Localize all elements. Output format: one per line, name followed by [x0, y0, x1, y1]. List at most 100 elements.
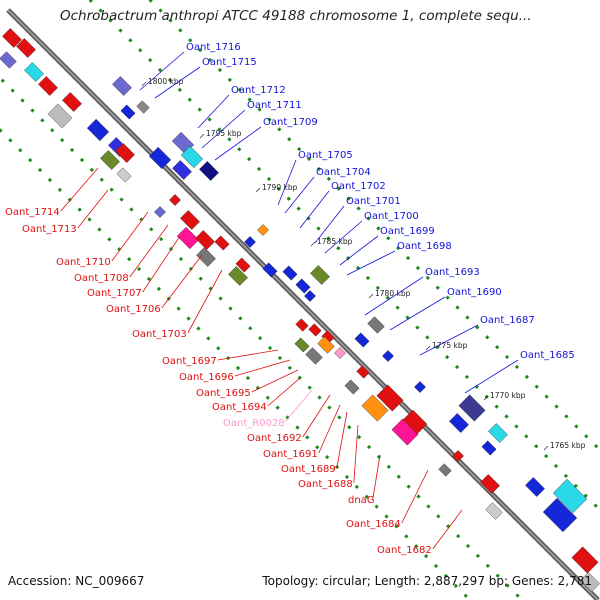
gene-feature [376, 384, 404, 412]
gene-feature [334, 347, 346, 359]
tick-track [87, 0, 600, 513]
reverse-gene-label[interactable]: Oant_1696 [179, 372, 234, 383]
forward-gene-label[interactable]: Oant_1709 [263, 117, 318, 128]
scale-label: 1770 kbp [490, 391, 526, 400]
reverse-gene-label[interactable]: Oant_1714 [5, 207, 60, 218]
gene-features [0, 28, 600, 592]
reverse-gene-label[interactable]: Oant_1689 [281, 464, 336, 475]
gene-callouts: Oant_1716Oant_1715Oant_1712Oant_1711Oant… [5, 42, 575, 556]
gene-feature [402, 409, 428, 435]
reverse-gene-label[interactable]: Oant_1697 [162, 356, 217, 367]
forward-gene-label[interactable]: Oant_1705 [298, 150, 353, 161]
gene-feature [367, 316, 385, 334]
gene-feature [112, 76, 132, 96]
gene-feature [136, 100, 150, 114]
scale-label: 1795 kbp [206, 129, 242, 138]
gene-feature [552, 478, 588, 514]
reverse-gene-label[interactable]: dnaG [348, 495, 375, 506]
gene-feature [361, 394, 389, 422]
gene-feature [480, 474, 500, 494]
reverse-gene-label[interactable]: Oant_1706 [106, 304, 161, 315]
forward-gene-label[interactable]: Oant_1700 [364, 211, 419, 222]
reverse-gene-label[interactable]: Oant_1707 [87, 288, 142, 299]
reverse-callout-line [60, 167, 99, 212]
forward-gene-label[interactable]: Oant_1715 [202, 57, 257, 68]
forward-callout-line [464, 359, 519, 394]
reverse-callout-line [129, 224, 169, 278]
gene-feature [449, 413, 469, 433]
reverse-callout-line [142, 235, 181, 293]
gene-feature [304, 290, 316, 302]
forward-gene-label[interactable]: Oant_1702 [331, 181, 386, 192]
forward-callout-line [139, 51, 185, 91]
gene-feature [542, 497, 578, 533]
reverse-gene-label[interactable]: Oant_1695 [196, 388, 251, 399]
forward-gene-label[interactable]: Oant_1704 [316, 167, 371, 178]
gene-feature [214, 235, 230, 251]
gene-feature [16, 38, 36, 58]
reverse-gene-label[interactable]: Oant_1713 [22, 224, 77, 235]
reverse-gene-label[interactable]: Oant_1694 [212, 402, 267, 413]
forward-callout-line [299, 190, 330, 229]
gene-feature [154, 206, 166, 218]
reverse-callout-line [267, 377, 301, 407]
gene-feature [294, 337, 310, 353]
reverse-gene-label[interactable]: Oant_1691 [263, 449, 318, 460]
forward-gene-label[interactable]: Oant_1711 [247, 100, 302, 111]
forward-gene-label[interactable]: Oant_1698 [397, 241, 452, 252]
gene-feature [195, 230, 215, 250]
scale-label: 1775 kbp [432, 341, 468, 350]
gene-feature [180, 145, 204, 169]
gene-feature [481, 440, 497, 456]
reverse-gene-label[interactable]: Oant_1710 [56, 257, 111, 268]
forward-callout-line [389, 296, 446, 331]
gene-feature [172, 160, 192, 180]
forward-callout-line [314, 205, 345, 244]
scale-tick [425, 345, 431, 351]
gene-feature [148, 146, 172, 170]
forward-gene-label[interactable]: Oant_1712 [231, 85, 286, 96]
forward-callout-line [284, 176, 315, 214]
gene-feature [354, 332, 370, 348]
forward-gene-label[interactable]: Oant_1701 [346, 196, 401, 207]
gene-feature [282, 265, 298, 281]
forward-gene-label[interactable]: Oant_1690 [447, 287, 502, 298]
reverse-callout-line [187, 269, 223, 334]
scale-label: 1800 kbp [148, 77, 184, 86]
gene-feature [295, 318, 309, 332]
reverse-gene-label[interactable]: Oant_1708 [74, 273, 129, 284]
gene-feature [317, 336, 335, 354]
forward-callout-line [277, 159, 297, 206]
gene-feature [571, 546, 599, 574]
gene-feature [169, 194, 181, 206]
gene-feature [525, 477, 545, 497]
topology-text: Topology: circular; Length: 2,887,297 bp… [262, 574, 592, 588]
reverse-gene-label[interactable]: Oant_1703 [132, 329, 187, 340]
gene-feature [488, 423, 508, 443]
gene-feature [305, 347, 323, 365]
forward-gene-label[interactable]: Oant_1699 [380, 226, 435, 237]
forward-callout-line [197, 94, 230, 129]
reverse-callout-line [251, 369, 299, 393]
reverse-gene-label[interactable]: Oant_1688 [298, 479, 353, 490]
gene-feature [262, 262, 278, 278]
forward-gene-label[interactable]: Oant_1685 [520, 350, 575, 361]
reverse-gene-label[interactable]: Oant_R0028 [223, 418, 285, 429]
forward-gene-label[interactable]: Oant_1716 [186, 42, 241, 53]
reverse-callout-line [318, 404, 341, 454]
gene-feature [62, 92, 82, 112]
reverse-gene-label[interactable]: Oant_1692 [247, 433, 302, 444]
forward-gene-label[interactable]: Oant_1687 [480, 315, 535, 326]
scale-label: 1785 kbp [317, 237, 353, 246]
map-title: Ochrobactrum anthropi ATCC 49188 chromos… [60, 8, 532, 24]
gene-feature [310, 265, 330, 285]
reverse-gene-label[interactable]: Oant_1682 [377, 545, 432, 556]
reverse-callout-line [302, 394, 331, 438]
gene-feature [344, 379, 360, 395]
reverse-gene-label[interactable]: Oant_1684 [346, 519, 401, 530]
gene-feature [24, 62, 44, 82]
forward-callout-line [201, 109, 246, 149]
forward-callout-line [339, 235, 379, 266]
forward-gene-label[interactable]: Oant_1693 [425, 267, 480, 278]
